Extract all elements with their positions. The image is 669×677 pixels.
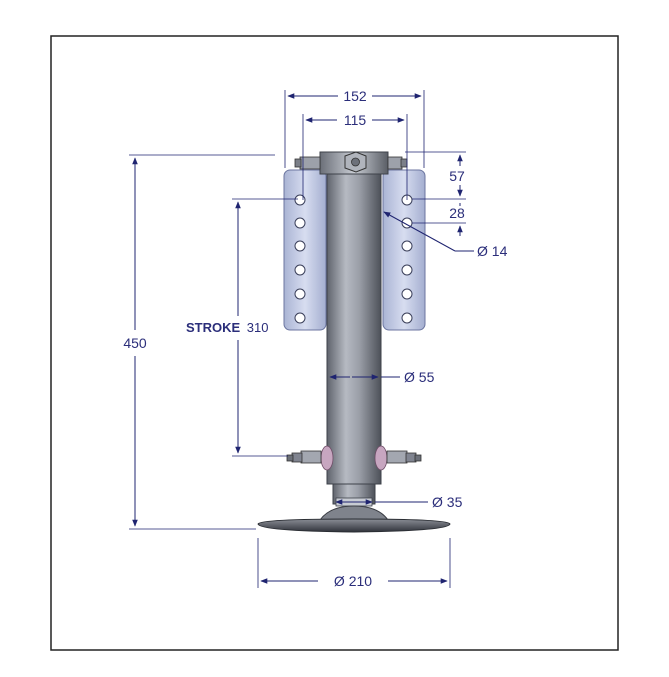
height-label: 450 [123, 335, 147, 351]
stroke-label: STROKE 310 [186, 320, 269, 335]
outer-tube [326, 171, 382, 485]
left-bracket-plate [283, 169, 327, 331]
dim-152-label: 152 [343, 88, 367, 104]
stroke-word: STROKE [186, 320, 241, 335]
drawing-frame [50, 35, 619, 651]
stroke-value: 310 [247, 320, 269, 335]
base-dia-label: Ø 210 [334, 573, 372, 589]
hole-dia-label: Ø 14 [477, 243, 508, 259]
dim-115-label: 115 [344, 112, 367, 128]
tube-dia-label: Ø 55 [404, 369, 435, 385]
right-bracket-holes [401, 194, 413, 324]
lower-collar [320, 445, 388, 471]
rod-dia-label: Ø 35 [432, 494, 463, 510]
lower-right-fitting [386, 450, 422, 464]
top-left-fitting [294, 156, 321, 170]
foot-base-dome [319, 505, 389, 521]
dim-28-label: 28 [449, 205, 465, 221]
dim-57-label: 57 [449, 168, 465, 184]
lower-left-fitting [286, 450, 322, 464]
top-right-fitting [387, 156, 408, 170]
hole-dia-leader [383, 211, 456, 252]
foot-base-disc [257, 518, 451, 533]
left-bracket-holes [294, 194, 306, 324]
top-nut [344, 151, 367, 173]
